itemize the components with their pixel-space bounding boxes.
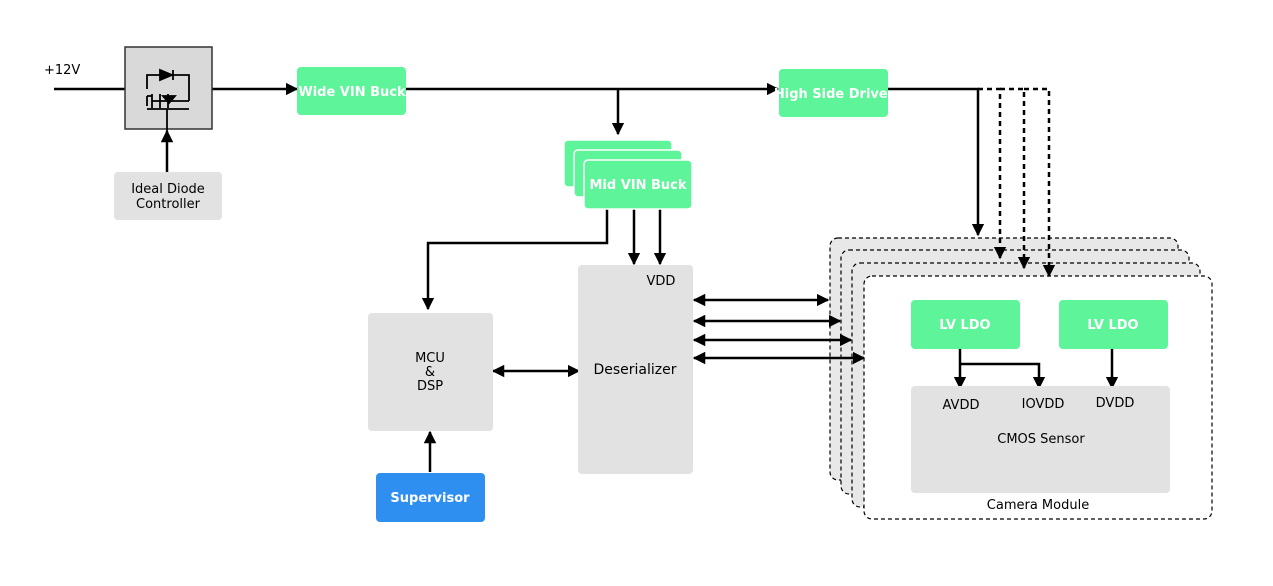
iovdd-label: IOVDD	[1022, 397, 1065, 412]
mid-vin-buck-block: Mid VIN Buck	[563, 139, 693, 210]
ldo-left-label: LV LDO	[939, 318, 990, 333]
wire-ldo-left-to-iovdd	[960, 362, 1046, 390]
mcu-label-line2: &	[425, 365, 435, 380]
mosfet-box	[124, 46, 213, 130]
wire-hsd-to-camera-1	[888, 87, 985, 237]
mosfet-symbol	[124, 46, 213, 131]
dvdd-label: DVDD	[1096, 396, 1135, 411]
ldo-right-label: LV LDO	[1087, 318, 1138, 333]
ldo-right-block	[1059, 300, 1168, 349]
dotted-wires	[978, 87, 1056, 278]
cmos-sensor-block	[911, 386, 1170, 493]
wire-hsd-to-camera-2	[978, 87, 1007, 260]
mcu-label-line3: DSP	[417, 379, 443, 394]
supervisor-block: Supervisor	[376, 473, 485, 522]
deserializer-block: VDD Deserializer	[578, 265, 693, 474]
wire-mid-buck-to-mcu	[421, 209, 609, 311]
ldo-left-block	[911, 300, 1020, 349]
wide-vin-buck-label: Wide VIN Buck	[298, 85, 406, 100]
wires	[54, 82, 1119, 472]
deserializer-label: Deserializer	[593, 362, 676, 378]
ideal-diode-line2: Controller	[136, 197, 201, 212]
deserializer-vdd-label: VDD	[647, 274, 676, 289]
mcu-label-line1: MCU	[415, 351, 445, 366]
supervisor-label: Supervisor	[390, 491, 470, 506]
input-voltage-label: +12V	[44, 63, 80, 78]
mcu-dsp-block: MCU & DSP	[368, 313, 493, 431]
high-side-driver-label: High Side Driver	[774, 87, 895, 102]
ideal-diode-line1: Ideal Diode	[131, 182, 205, 197]
avdd-label: AVDD	[943, 398, 980, 413]
camera-module-label: Camera Module	[987, 498, 1089, 513]
camera-module-contents: LV LDO LV LDO AVDD IOVDD DVDD CMOS Senso…	[911, 300, 1170, 513]
ideal-diode-controller-block: Ideal Diode Controller	[114, 172, 222, 220]
cmos-sensor-label: CMOS Sensor	[997, 432, 1085, 447]
wide-vin-buck-block: Wide VIN Buck	[297, 67, 406, 115]
mid-vin-buck-label: Mid VIN Buck	[589, 178, 686, 193]
high-side-driver-block: High Side Driver	[774, 69, 895, 117]
